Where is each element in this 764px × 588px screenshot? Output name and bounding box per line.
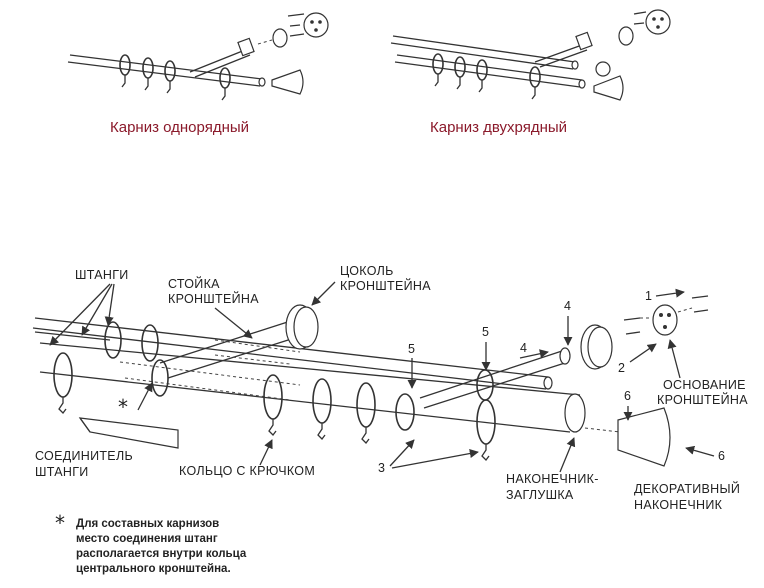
asterisk-mark: * xyxy=(118,395,128,419)
number-4a: 4 xyxy=(520,341,527,355)
number-1: 1 xyxy=(645,289,652,303)
label-rods: ШТАНГИ xyxy=(75,268,129,282)
number-5b: 5 xyxy=(482,325,489,339)
number-2: 2 xyxy=(618,361,625,375)
number-6b: 6 xyxy=(718,449,725,463)
label-ring-hook: КОЛЬЦО С КРЮЧКОМ xyxy=(179,464,315,478)
label-endcap-1: НАКОНЕЧНИК- xyxy=(506,472,599,486)
label-base-2: КРОНШТЕЙНА xyxy=(657,392,748,407)
label-decor-1: ДЕКОРАТИВНЫЙ xyxy=(634,481,740,496)
caption-single: Карниз однорядный xyxy=(110,119,249,136)
label-base-1: ОСНОВАНИЕ xyxy=(663,378,746,392)
label-decor-2: НАКОНЕЧНИК xyxy=(634,498,723,512)
note-line-1: Для составных карнизов xyxy=(76,518,219,530)
number-3: 3 xyxy=(378,461,385,475)
single-rod-illustration xyxy=(67,12,329,101)
label-connector-1: СОЕДИНИТЕЛЬ xyxy=(35,449,133,463)
note-star: * xyxy=(55,511,65,535)
double-rod-illustration xyxy=(390,9,671,101)
main-assembly xyxy=(32,295,709,467)
label-connector-2: ШТАНГИ xyxy=(35,465,89,479)
label-stand-2: КРОНШТЕЙНА xyxy=(168,291,259,306)
label-endcap-2: ЗАГЛУШКА xyxy=(506,488,574,502)
note-line-4: центрального кронштейна. xyxy=(76,563,231,575)
number-6a: 6 xyxy=(624,389,631,403)
number-5a: 5 xyxy=(408,342,415,356)
label-socle-1: ЦОКОЛЬ xyxy=(340,264,394,278)
label-socle-2: КРОНШТЕЙНА xyxy=(340,278,431,293)
label-stand-1: СТОЙКА xyxy=(168,276,220,291)
note-line-2: место соединения штанг xyxy=(76,533,218,545)
number-4b: 4 xyxy=(564,299,571,313)
note-line-3: располагается внутри кольца xyxy=(76,548,247,560)
caption-double: Карниз двухрядный xyxy=(430,119,567,136)
